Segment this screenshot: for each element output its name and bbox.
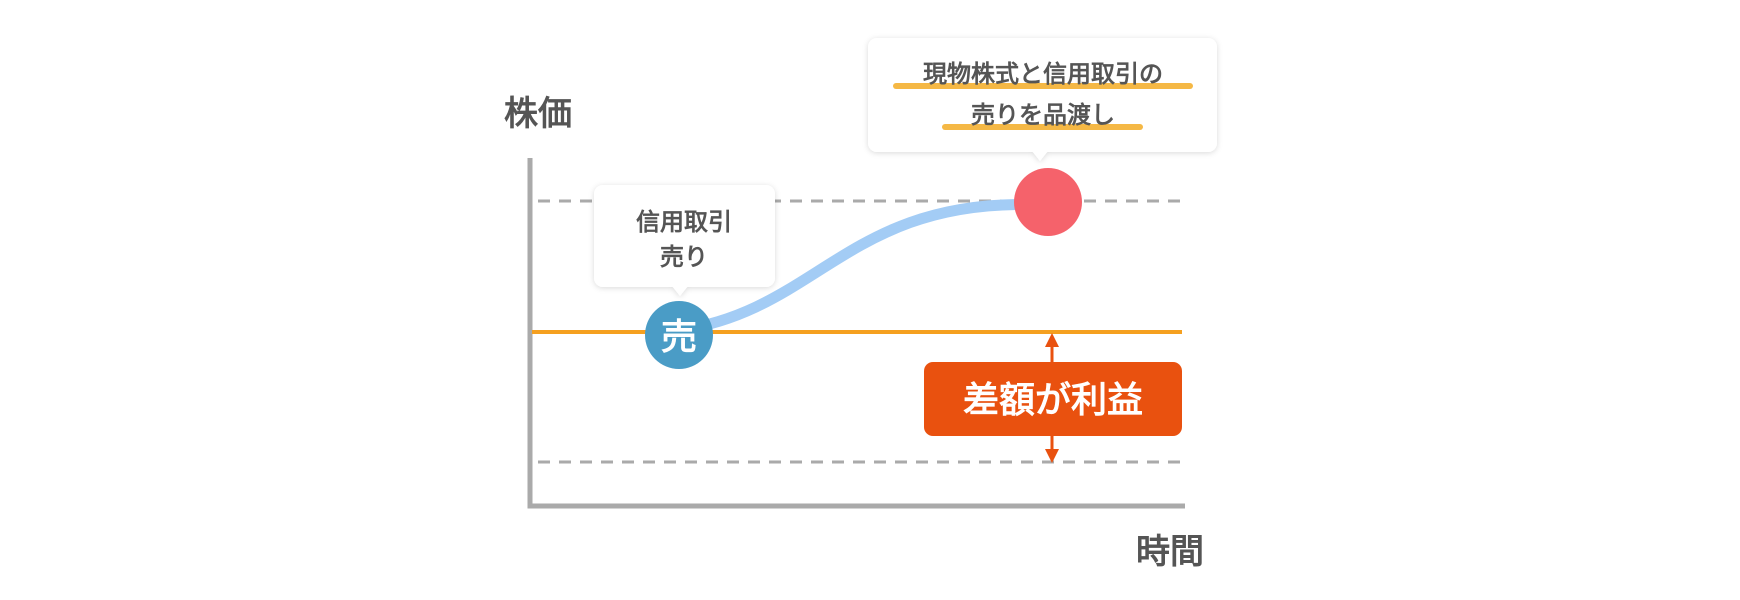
profit-badge — [924, 362, 1182, 436]
axes-lines — [527, 158, 1185, 509]
x-axis-label: 時間 — [1136, 532, 1204, 572]
arrow-down-icon — [1045, 449, 1059, 463]
sell-marker-label: 売 — [661, 317, 697, 358]
arrow-up-icon — [1045, 333, 1059, 347]
profit-badge-label: 差額が利益 — [963, 380, 1143, 421]
callout-delivery — [868, 38, 1217, 161]
callout-sell-line2: 売り — [660, 243, 708, 271]
high-price-marker — [1014, 168, 1082, 236]
sell-marker — [645, 301, 713, 369]
highlight-underline-2 — [942, 124, 1143, 130]
y-axis-label: 株価 — [504, 94, 572, 134]
callout-delivery-line2: 売りを品渡し — [971, 101, 1115, 129]
callout-sell — [594, 185, 775, 296]
highlight-underline-1 — [893, 83, 1193, 89]
callout-sell-line1: 信用取引 — [636, 208, 732, 236]
callout-delivery-line1: 現物株式と信用取引の — [923, 60, 1163, 88]
price-curve — [674, 198, 1051, 336]
